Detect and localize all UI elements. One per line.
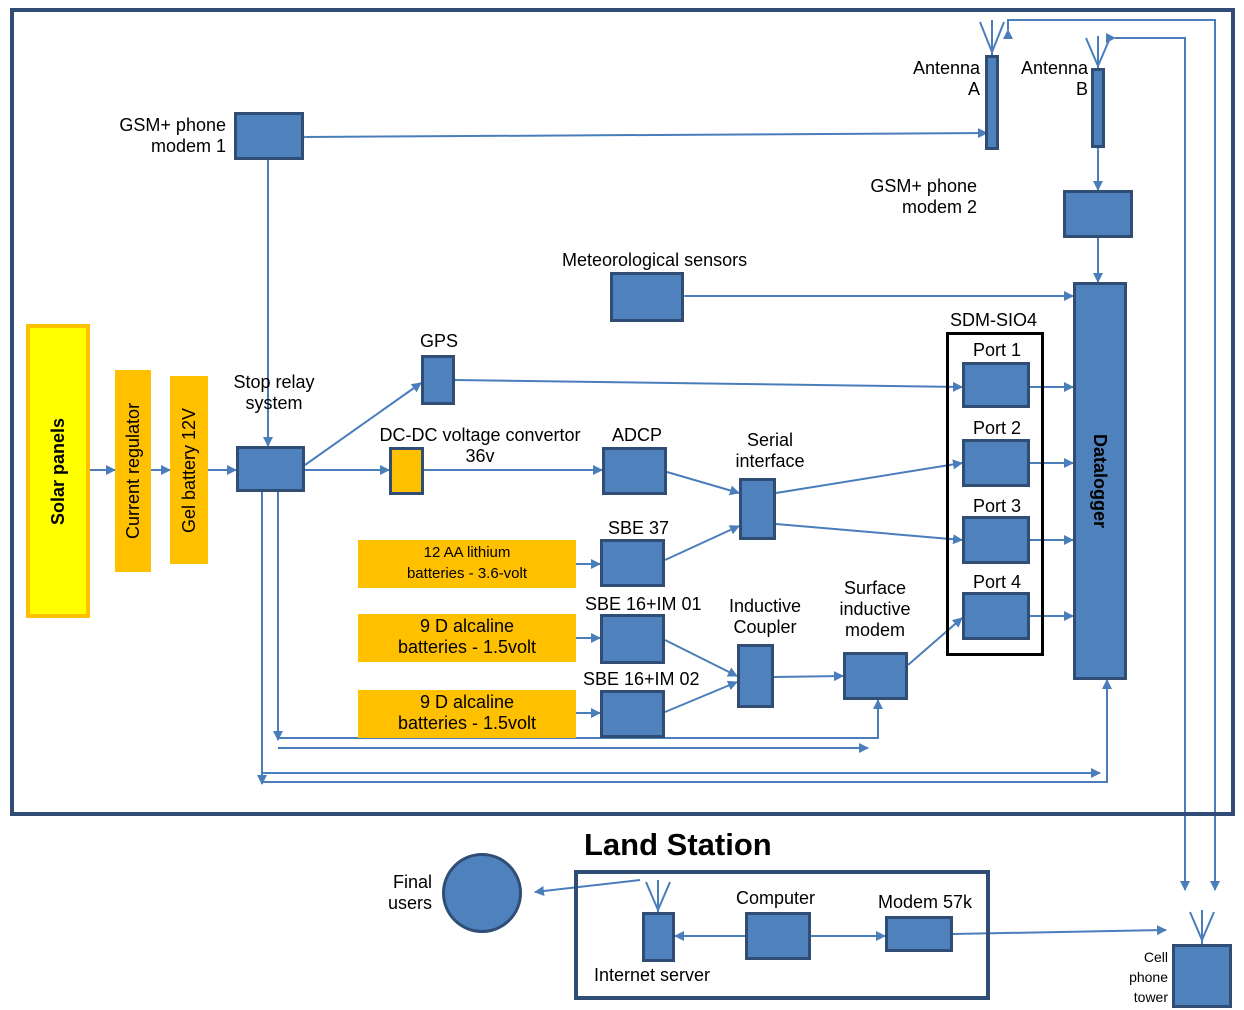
port-2 [962,439,1030,487]
sbe16-01 [600,614,665,664]
serial-interface-label: Serial interface [735,430,805,471]
alkaline-batteries-1-label: 9 D alcaline batteries - 1.5volt [397,616,537,657]
buoy-frame [10,8,1235,816]
gel-battery [170,376,208,564]
wire-relay-gps [304,382,422,466]
gps [421,355,455,405]
datalogger [1073,282,1127,680]
sbe16-02 [600,690,665,738]
current-regulator [115,370,151,572]
sbe37-label: SBE 37 [608,518,670,538]
wire-modem-port4 [907,617,963,666]
alkaline-batteries-2 [358,690,576,738]
adcp-label: ADCP [612,425,663,445]
wire-antenna-a-tower [1003,19,1220,891]
modem-57k-label: Modem 57k [878,892,973,912]
met-sensors-label: Meteorological sensors [562,250,748,270]
inductive-coupler-label: Inductive Coupler [728,596,802,637]
wire-server-users [534,879,641,896]
datalogger-label: Datalogger [1090,433,1110,529]
cell-tower-label: Cell phone tower [1129,949,1168,1005]
wire-serial-port2 [775,459,963,494]
port-3-label: Port 3 [973,496,1022,516]
port-1-label: Port 1 [973,340,1022,360]
solar-panels-label: Solar panels [48,417,68,525]
adcp [602,447,667,495]
surface-modem [843,652,908,700]
land-station-frame [574,870,990,1000]
internet-server-label: Internet server [594,965,711,985]
antenna-b-label: Antenna B [1020,58,1088,99]
sbe16-01-label: SBE 16+IM 01 [585,594,702,614]
modem-57k [885,916,953,952]
cell-tower [1172,944,1232,1008]
land-station-title: Land Station [584,827,772,862]
stop-relay [236,446,305,492]
current-regulator-label: Current regulator [123,402,143,540]
sbe37 [600,539,665,587]
sdm-label: SDM-SIO4 [950,310,1038,330]
port-3 [962,516,1030,564]
alkaline-batteries-1 [358,614,576,662]
tower-antenna-glyph [1189,910,1215,945]
surface-modem-label: Surface inductive modem [839,578,911,640]
alkaline-batteries-2-label: 9 D alcaline batteries - 1.5volt [397,692,537,733]
met-sensors [610,272,684,322]
port-2-label: Port 2 [973,418,1022,438]
wire-gps-port1 [454,379,963,392]
port-4-label: Port 4 [973,572,1022,592]
wire-antenna-b-tower [1106,33,1190,891]
lithium-batteries-label: 12 AA lithium batteries - 3.6-volt [406,544,528,582]
gsm-modem-1-label: GSM+ phone modem 1 [119,115,226,156]
gps-label: GPS [420,331,459,351]
wire-sbe16-02-coupler [664,680,738,713]
gsm-modem-1 [234,112,304,160]
antenna-b [1091,68,1105,148]
dcdc [389,447,424,495]
sdm-frame [946,332,1044,656]
computer-label: Computer [736,888,816,908]
antenna-a [985,55,999,150]
wire-relay-surface-modem [277,490,883,739]
gsm-modem-2 [1063,190,1133,238]
stop-relay-label: Stop relay system [233,372,315,413]
wire-adcp-serial [666,471,740,496]
final-users-label: Final users [387,872,432,913]
gsm-modem-2-label: GSM+ phone modem 2 [870,176,977,217]
wire-modem1-antenna-a [296,128,988,143]
port-4 [962,592,1030,640]
lithium-batteries [358,540,576,588]
port-1 [962,362,1030,408]
wire-sbe16-01-coupler [664,639,738,677]
antenna-a-glyph [979,20,1005,55]
internet-server [642,912,675,962]
sbe16-02-label: SBE 16+IM 02 [583,669,700,689]
wire-sbe37-serial [664,525,740,561]
antenna-b-glyph [1085,36,1111,70]
antenna-a-label: Antenna A [912,58,980,99]
inductive-coupler [737,644,774,708]
wire-coupler-modem [773,671,844,682]
gel-battery-label: Gel battery 12V [179,407,199,533]
solar-panels [26,324,90,618]
computer [745,912,811,960]
dcdc-label: DC-DC voltage convertor 36v [379,425,581,466]
wire-serial-port3 [775,523,963,545]
serial-interface [739,478,776,540]
final-users-circle [442,853,522,933]
server-antenna-glyph [645,880,671,915]
